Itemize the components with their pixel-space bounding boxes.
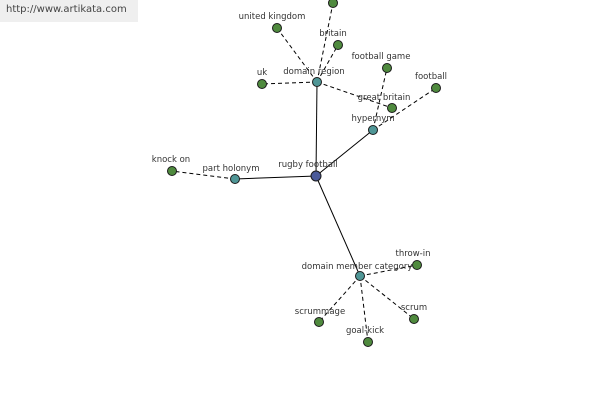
node-scrummage[interactable] (314, 317, 324, 327)
node-britain[interactable] (333, 40, 343, 50)
site-url-link[interactable]: http://www.artikata.com (0, 0, 138, 22)
label-knock-on[interactable]: knock on (152, 155, 190, 165)
edge-hypernym-football-game (372, 67, 388, 131)
label-great-britain[interactable]: great britain (358, 93, 411, 103)
label-domain-region[interactable]: domain region (283, 67, 344, 77)
node-hypernym[interactable] (368, 125, 378, 135)
node-scrum[interactable] (409, 314, 419, 324)
edge-domain-region-britain (316, 44, 339, 83)
edge-rugby-football-domain-member-category (315, 175, 361, 277)
label-goal-kick[interactable]: goal-kick (346, 326, 384, 336)
label-football[interactable]: football (415, 72, 447, 82)
edge-rugby-football-part-holonym (234, 175, 317, 180)
edge-domain-region-uk (261, 81, 318, 85)
label-domain-member-category[interactable]: domain member category (302, 262, 413, 272)
label-scrummage[interactable]: scrummage (295, 307, 345, 317)
edge-part-holonym-knock-on (171, 170, 236, 180)
node-part-holonym[interactable] (230, 174, 240, 184)
edge-rugby-football-domain-region (315, 81, 318, 177)
node-rugby-football[interactable] (310, 170, 322, 182)
label-scrum[interactable]: scrum (401, 303, 427, 313)
graph-nodes (167, 0, 441, 347)
graph-labels: rugby football domain region hypernym part … (152, 12, 447, 336)
label-hypernym[interactable]: hypernym (351, 114, 394, 124)
node-domain-region[interactable] (312, 77, 322, 87)
edge-domain-member-category-scrummage (318, 275, 361, 323)
edge-domain-region-great-britain (316, 81, 393, 109)
node-uk[interactable] (257, 79, 267, 89)
edge-domain-region-united-kingdom (276, 27, 318, 83)
node-throw-in[interactable] (412, 260, 422, 270)
edge-hypernym-football (372, 87, 437, 131)
node-top-unlabeled[interactable] (328, 0, 338, 8)
label-part-holonym[interactable]: part holonym (203, 164, 260, 174)
node-goal-kick[interactable] (363, 337, 373, 347)
node-knock-on[interactable] (167, 166, 177, 176)
label-britain[interactable]: britain (319, 29, 347, 39)
edge-domain-member-category-scrum (359, 275, 415, 320)
node-domain-member-category[interactable] (355, 271, 365, 281)
edge-rugby-football-hypernym (315, 129, 374, 177)
node-great-britain[interactable] (387, 103, 397, 113)
edge-domain-member-category-throw-in (359, 264, 418, 277)
graph-edges (171, 2, 437, 343)
label-uk[interactable]: uk (257, 68, 267, 78)
node-football-game[interactable] (382, 63, 392, 73)
label-throw-in[interactable]: throw-in (396, 249, 431, 259)
label-rugby-football[interactable]: rugby football (278, 160, 337, 170)
label-united-kingdom[interactable]: united kingdom (239, 12, 306, 22)
label-football-game[interactable]: football game (352, 52, 411, 62)
node-football[interactable] (431, 83, 441, 93)
node-united-kingdom[interactable] (272, 23, 282, 33)
